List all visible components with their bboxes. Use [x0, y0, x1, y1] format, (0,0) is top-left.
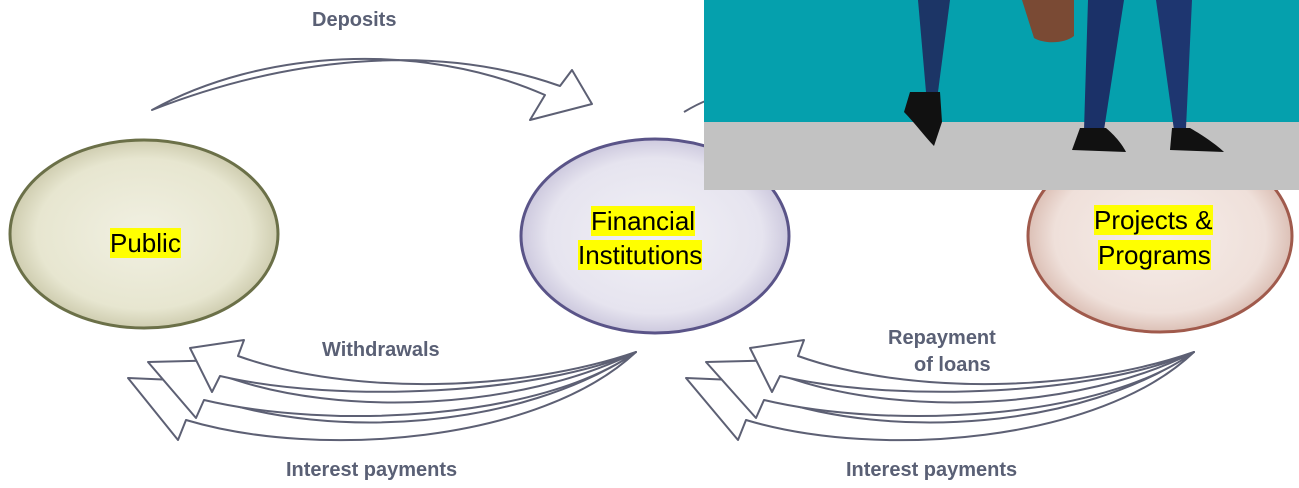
withdrawals-arrows — [127, 339, 637, 442]
photo-background — [704, 0, 1299, 122]
photo-floor — [704, 122, 1299, 190]
projects-label-line1: Projects & — [1094, 205, 1213, 235]
bag-icon — [1022, 0, 1074, 43]
front-shoe-left — [1072, 128, 1126, 152]
interest-payments-left-label: Interest payments — [286, 459, 458, 481]
repayment-label-line2: of loans — [914, 354, 991, 376]
repayment-arrows — [685, 339, 1195, 442]
walking-person-photo — [704, 0, 1299, 190]
deposits-label: Deposits — [312, 9, 397, 31]
institutions-label-line1: Financial — [591, 206, 696, 236]
interest-payments-right-label: Interest payments — [846, 459, 1018, 481]
public-label: Public — [110, 228, 181, 258]
front-leg-left — [1084, 0, 1124, 130]
withdrawals-label: Withdrawals — [322, 339, 440, 361]
front-shoe-right — [1170, 128, 1224, 152]
front-leg-right — [1156, 0, 1192, 130]
institutions-label-line2: Institutions — [578, 240, 703, 270]
projects-label-line2: Programs — [1098, 240, 1211, 270]
rear-shoe — [904, 92, 942, 146]
repayment-label-line1: Repayment — [888, 327, 996, 349]
rear-leg — [918, 0, 950, 92]
deposits-arrow — [151, 57, 593, 121]
